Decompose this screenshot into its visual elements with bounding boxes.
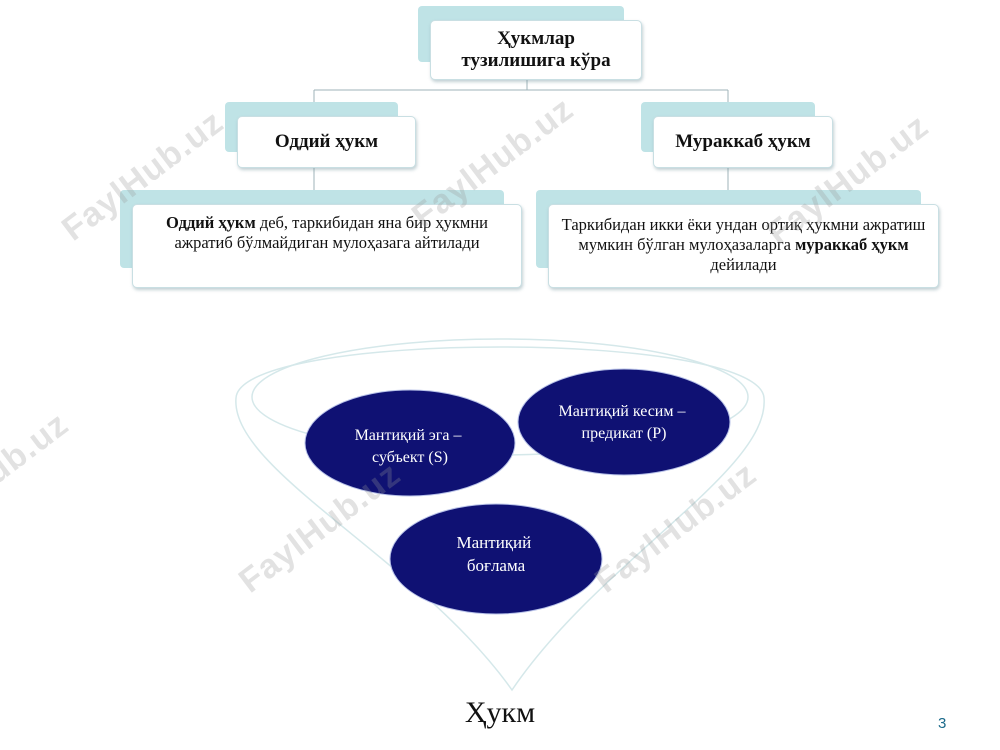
root-line2: тузилишига кўра	[461, 50, 611, 71]
simple-judgment-node: Оддий ҳукм	[225, 102, 416, 168]
compound-judgment-definition: Таркибидан икки ёки ундан ортиқ ҳукмни а…	[536, 190, 939, 288]
subject-line2: субъект (S)	[372, 449, 448, 466]
compound-judgment-bold: мураккаб ҳукм	[795, 235, 909, 254]
simple-judgment-title: Оддий ҳукм	[274, 131, 379, 152]
svg-text:Мантиқий боғлама: Мантиқий боғлама	[457, 533, 536, 575]
compound-judgment-text-end: дейилади	[710, 255, 777, 274]
svg-text:Мантиқий эга – субъект (S): Мантиқий эга – субъект (S)	[355, 427, 466, 466]
simple-judgment-text: деб, таркибидан яна бир ҳукмни ажратиб б…	[174, 213, 488, 252]
subject-line1: Мантиқий эга –	[355, 427, 463, 444]
copula-line2: боғлама	[467, 556, 526, 575]
ellipse-predicate	[517, 368, 731, 476]
svg-text:Мантиқий кесим – предикат: Мантиқий кесим – предикат (P)	[558, 403, 689, 442]
ellipse-copula	[389, 503, 603, 615]
predicate-line2: предикат (P)	[582, 425, 667, 442]
ellipse-subject	[304, 389, 516, 497]
predicate-line1: Мантиқий кесим –	[558, 403, 686, 420]
simple-judgment-definition: Оддий ҳукм деб, таркибидан яна бир ҳукмн…	[120, 190, 522, 288]
simple-judgment-bold: Оддий ҳукм	[165, 213, 256, 232]
funnel-outline	[235, 346, 765, 692]
compound-judgment-title: Мураккаб ҳукм	[675, 131, 811, 152]
compound-judgment-node: Мураккаб ҳукм	[641, 102, 833, 168]
root-line1: Ҳукмлар	[497, 28, 575, 49]
root-node: Ҳукмлар тузилишига кўра	[418, 6, 642, 80]
copula-line1: Мантиқий	[457, 533, 532, 552]
funnel-label: Ҳукм	[465, 696, 535, 729]
slide-number: 3	[938, 715, 947, 732]
compound-judgment-text-start: Таркибидан икки ёки ундан ортиқ ҳукмни а…	[561, 215, 926, 254]
